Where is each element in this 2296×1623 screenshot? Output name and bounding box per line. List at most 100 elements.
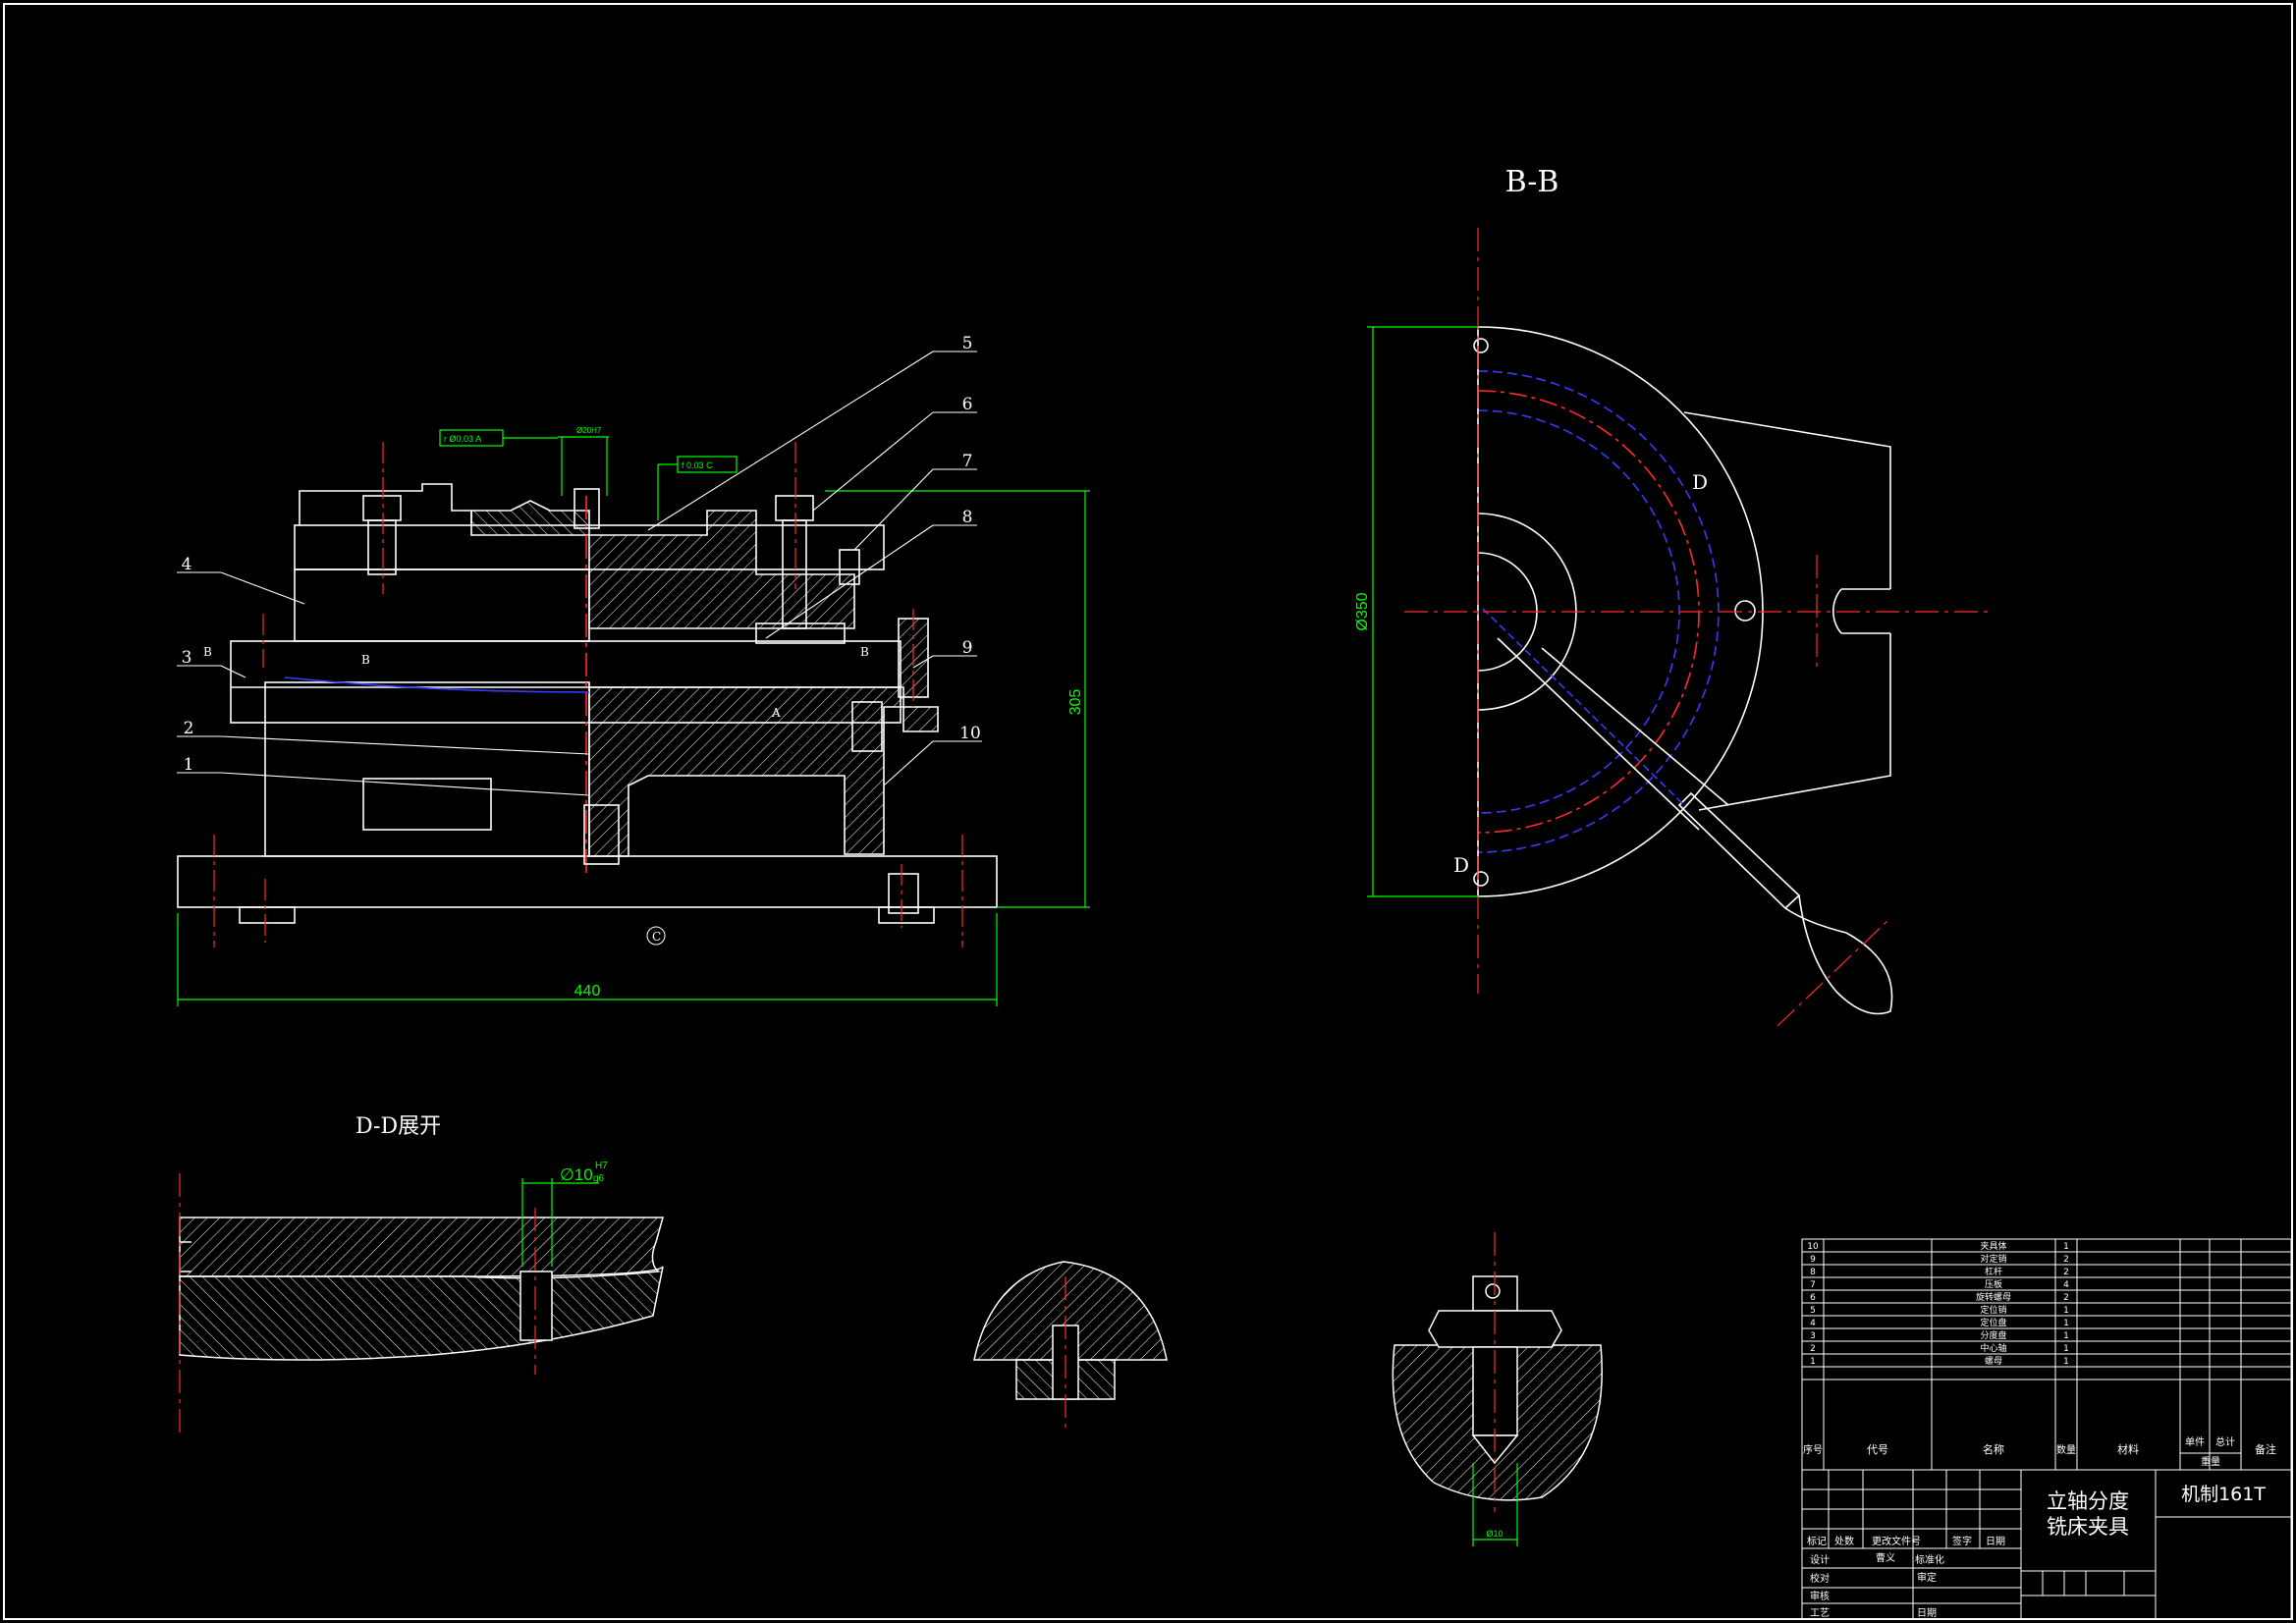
section-bb-centerlines	[1404, 228, 1989, 1027]
drawing-title-line2: 铣床夹具	[2047, 1515, 2129, 1539]
table-cell-no: 6	[1810, 1293, 1816, 1303]
tb-review: 审核	[1810, 1590, 1830, 1602]
title-block	[1801, 1469, 2292, 1620]
balloon-10: 10	[959, 724, 981, 743]
table-cell-no: 9	[1810, 1255, 1816, 1265]
unfold-dd-fit-dim: ∅10	[560, 1165, 593, 1184]
tb-designer: 曹义	[1876, 1551, 1895, 1564]
title-block-text: 立轴分度 铣床夹具 机制161T 标记 处数 更改文件号 签字 日期 设计 曹义…	[1807, 1484, 2266, 1619]
gdt-left-frame: r Ø0.03 A	[444, 434, 481, 444]
main-width-dim: 440	[574, 983, 601, 1000]
tb-standard: 标准化	[1915, 1553, 1944, 1566]
tb-check: 校对	[1810, 1572, 1830, 1585]
table-cell-name: 分度盘	[1980, 1329, 2006, 1341]
drawing-title-line1: 立轴分度	[2047, 1489, 2129, 1513]
table-cell-qty: 2	[2063, 1268, 2069, 1277]
balloon-6: 6	[962, 395, 973, 414]
table-cell-name: 杠杆	[1985, 1266, 2002, 1277]
header-qty: 数量	[2056, 1443, 2076, 1456]
drawing-number: 机制161T	[2181, 1484, 2266, 1505]
table-cell-no: 2	[1810, 1344, 1816, 1354]
tb-count: 处数	[1834, 1535, 1854, 1547]
table-cell-no: 4	[1810, 1319, 1816, 1328]
table-cell-no: 5	[1810, 1306, 1816, 1316]
table-cell-qty: 1	[2063, 1319, 2069, 1328]
detail-screw-view	[1392, 1275, 1603, 1501]
unfold-dd-fit-upper: H7	[595, 1161, 608, 1171]
section-bb-view	[1473, 326, 1893, 1015]
detail-knob-view	[973, 1261, 1168, 1400]
tb-change-doc: 更改文件号	[1872, 1535, 1921, 1547]
main-assembly-view	[177, 483, 998, 924]
header-material: 材料	[2117, 1442, 2139, 1456]
header-code: 代号	[1867, 1443, 1888, 1456]
balloon-9: 9	[962, 638, 973, 658]
tb-date: 日期	[1986, 1536, 2005, 1547]
balloon-3: 3	[182, 648, 192, 668]
section-bb-diameter: Ø350	[1354, 592, 1371, 630]
table-cell-qty: 1	[2063, 1357, 2069, 1367]
table-cell-qty: 2	[2063, 1255, 2069, 1265]
header-name: 名称	[1983, 1442, 2004, 1456]
unfold-dd-dimensions	[521, 1178, 599, 1267]
balloon-8: 8	[962, 508, 973, 527]
detail-screw-dim: Ø10	[1486, 1529, 1503, 1539]
header-seq: 序号	[1803, 1443, 1823, 1456]
balloon-numbers: 5 6 7 8 9 10 4 3 2 1	[182, 334, 981, 775]
balloon-leaders	[177, 351, 982, 796]
gdt-right-frame: f 0.03 C	[682, 460, 713, 470]
detail-screw-dimension	[1472, 1463, 1518, 1546]
tb-design: 设计	[1810, 1553, 1830, 1566]
main-view-centerlines	[213, 442, 963, 947]
table-cell-no: 1	[1810, 1357, 1816, 1367]
datum-c-circle	[646, 926, 666, 946]
table-cell-qty: 1	[2063, 1306, 2069, 1316]
tb-sign: 签字	[1952, 1535, 1972, 1547]
table-cell-name: 压板	[1985, 1278, 2002, 1290]
balloon-1: 1	[184, 755, 194, 775]
table-cell-qty: 2	[2063, 1293, 2069, 1303]
tb-approve: 审定	[1917, 1571, 1937, 1584]
balloon-5: 5	[962, 334, 973, 353]
parts-table-header: 序号 代号 名称 数量 材料 单件 总计 重量 备注	[1803, 1435, 2276, 1468]
unfold-dd-centerlines	[179, 1173, 536, 1434]
main-height-dim: 305	[1067, 689, 1084, 716]
table-cell-no: 10	[1807, 1242, 1819, 1252]
header-total: 总计	[2215, 1435, 2235, 1448]
table-cell-no: 7	[1810, 1280, 1816, 1290]
tb-process: 工艺	[1810, 1607, 1830, 1619]
balloon-4: 4	[182, 555, 192, 574]
balloon-2: 2	[184, 719, 194, 738]
table-cell-name: 夹具体	[1980, 1240, 2006, 1252]
table-cell-name: 旋转螺母	[1976, 1291, 2011, 1303]
tb-date2: 日期	[1917, 1607, 1937, 1619]
unfold-dd-title: D-D展开	[355, 1114, 441, 1139]
unfold-dd-fit-lower: g6	[593, 1173, 605, 1184]
table-cell-qty: 1	[2063, 1242, 2069, 1252]
sheet-border	[3, 3, 2293, 1620]
table-cell-no: 3	[1810, 1331, 1816, 1341]
section-marker-d-top: D	[1692, 470, 1708, 494]
header-remark: 备注	[2255, 1442, 2276, 1456]
table-cell-qty: 4	[2063, 1280, 2069, 1290]
main-view-dimensions	[177, 429, 1090, 1006]
section-marker-b-inner: B	[361, 653, 370, 667]
table-cell-name: 定位销	[1980, 1304, 2006, 1316]
header-weight: 重量	[2201, 1455, 2220, 1468]
table-cell-name: 定位盘	[1980, 1317, 2006, 1328]
datum-marker-a: A	[771, 706, 781, 720]
unfold-dd-view	[179, 1217, 664, 1361]
table-cell-qty: 1	[2063, 1331, 2069, 1341]
table-cell-qty: 1	[2063, 1344, 2069, 1354]
table-cell-name: 螺母	[1985, 1356, 2002, 1367]
section-marker-b-left: B	[203, 645, 212, 659]
section-marker-b-right: B	[860, 645, 869, 659]
table-cell-name: 中心轴	[1980, 1342, 2006, 1354]
balloon-7: 7	[962, 452, 973, 471]
section-bb-dimensions	[1367, 326, 1478, 897]
table-cell-name: 对定销	[1980, 1253, 2006, 1265]
tb-mark: 标记	[1807, 1536, 1827, 1547]
section-bb-title: B-B	[1505, 165, 1559, 199]
